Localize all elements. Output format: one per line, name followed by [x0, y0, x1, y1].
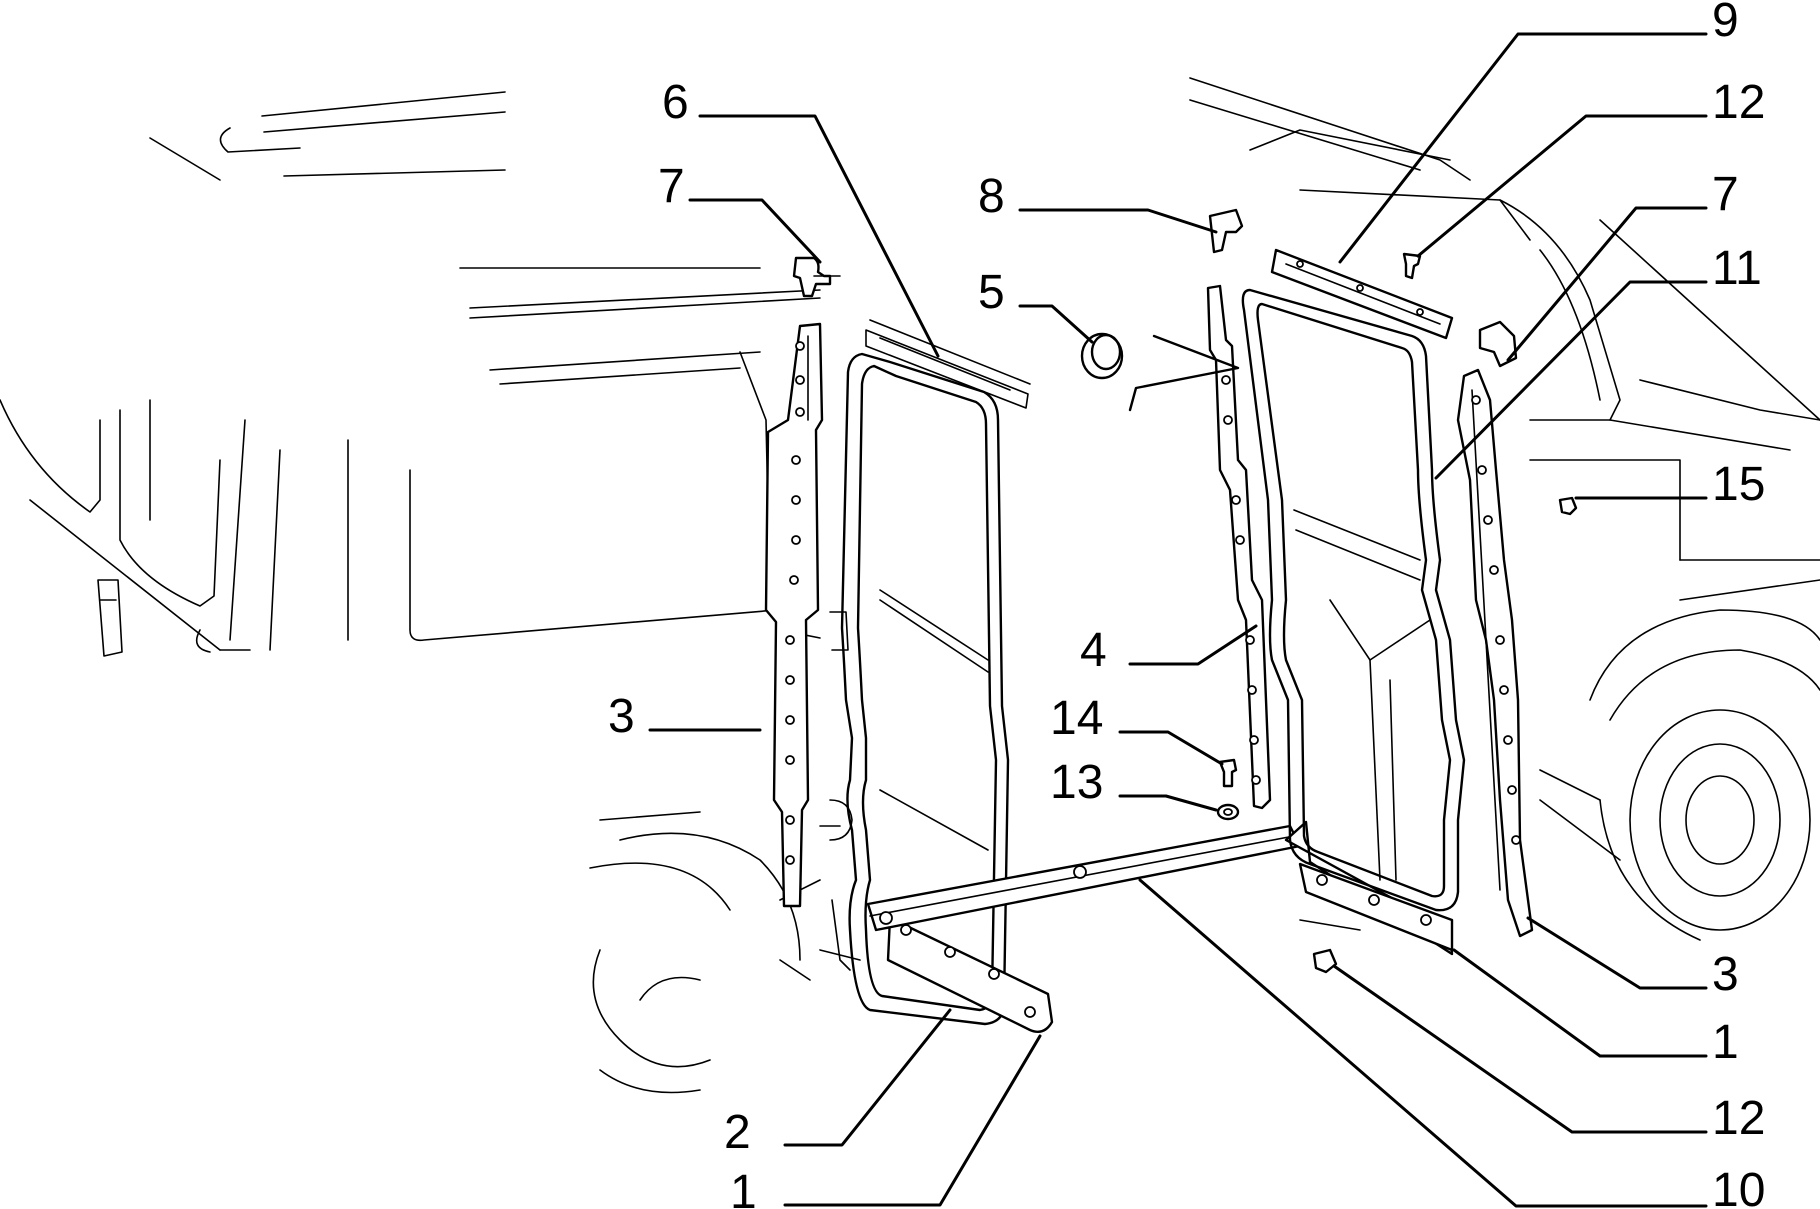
- right-door-pillar-strip: [1456, 368, 1534, 938]
- callout-1-right: 1: [1712, 1016, 1739, 1069]
- callout-11: 11: [1712, 242, 1762, 295]
- callout-8: 8: [978, 170, 1005, 223]
- callout-6-left: 6: [662, 76, 689, 129]
- callout-2-left: 2: [724, 1106, 751, 1159]
- callout-5: 5: [978, 266, 1005, 319]
- callout-15: 15: [1712, 458, 1765, 511]
- callout-7-right: 7: [1712, 168, 1739, 221]
- callout-9: 9: [1712, 0, 1739, 47]
- callout-4: 4: [1080, 624, 1107, 677]
- callout-3-right: 3: [1712, 948, 1739, 1001]
- left-door-pillar-strip: [764, 322, 853, 971]
- callout-labels: 6 7 3 2 1 8 5 4 14 13 9 12 7 11 15 3 1 1…: [608, 0, 1765, 1209]
- callout-7-left: 7: [658, 160, 685, 213]
- callout-12-top: 12: [1712, 76, 1765, 129]
- callout-10: 10: [1712, 1164, 1765, 1209]
- callout-13: 13: [1050, 756, 1103, 809]
- callout-1-left: 1: [730, 1166, 757, 1209]
- left-door-seal-frame: [840, 319, 1054, 1033]
- leader-lines: [648, 32, 1708, 1208]
- right-door-seal-frame: [1241, 248, 1466, 952]
- callout-3-left: 3: [608, 690, 635, 743]
- callout-12-bottom: 12: [1712, 1092, 1765, 1145]
- hardware-parts: [1080, 208, 1578, 974]
- callout-14: 14: [1050, 692, 1103, 745]
- right-door-inner-strip: [1206, 284, 1272, 810]
